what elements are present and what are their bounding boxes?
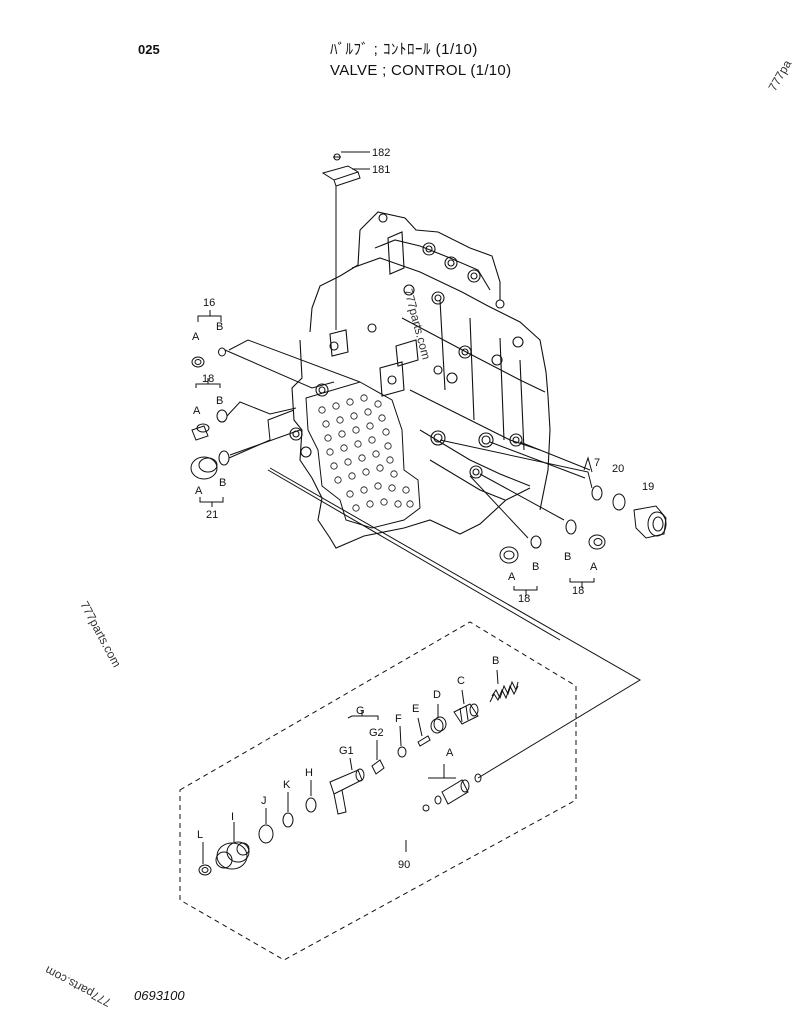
callout-18-left: 18 [202, 373, 214, 385]
plug-18a-mid [499, 546, 519, 564]
o-ring-7 [591, 485, 603, 501]
plug-18a-right [588, 534, 606, 550]
drawing-number: 0693100 [134, 988, 185, 1003]
callout-16: 16 [203, 297, 215, 309]
callout-18-right-b: B [564, 551, 571, 563]
plug-c [453, 703, 479, 725]
callout-20: 20 [612, 463, 624, 475]
callout-181: 181 [372, 164, 390, 176]
o-ring-f [397, 746, 407, 758]
spring-b [489, 680, 519, 703]
callout-l: L [197, 829, 203, 841]
callout-g1: G1 [339, 745, 354, 757]
callout-g2: G2 [369, 727, 384, 739]
cap-g2 [371, 759, 385, 775]
port-plate [305, 381, 421, 529]
plug-19 [633, 505, 667, 539]
watermark-center: 777parts.com [401, 287, 433, 361]
plug-l [198, 864, 212, 876]
callout-18-left-a: A [193, 405, 201, 417]
callout-k: K [283, 779, 291, 791]
o-ring-18b-left [216, 409, 228, 423]
plug-16a [191, 356, 205, 368]
plug-a [422, 773, 482, 812]
callout-h: H [305, 767, 313, 779]
o-ring-k [282, 812, 294, 828]
callout-g: G [356, 705, 365, 717]
callout-d: D [433, 689, 441, 701]
callout-j: J [261, 795, 267, 807]
control-valve-body [289, 211, 551, 549]
page-number: 025 [138, 42, 160, 57]
callout-21-b: B [219, 477, 226, 489]
collar-d [430, 716, 447, 734]
plug-18a-left [191, 423, 210, 441]
callout-e: E [412, 703, 419, 715]
callout-21: 21 [206, 509, 218, 521]
callout-i: I [231, 811, 234, 823]
spool-g1 [329, 768, 365, 815]
callout-a-plug: A [446, 747, 454, 759]
callout-18-right-a: A [590, 561, 598, 573]
pin-e [417, 735, 431, 747]
callout-7: 7 [594, 457, 600, 469]
callout-16-b: B [216, 321, 223, 333]
o-ring-18b-right [565, 519, 577, 535]
assembly-box-90 [179, 621, 577, 961]
callout-18-mid-a: A [508, 571, 516, 583]
callout-182: 182 [372, 147, 390, 159]
o-ring-20 [612, 493, 626, 511]
watermark-left: 777parts.com [77, 599, 123, 670]
callout-b-spring: B [492, 655, 499, 667]
watermark-top-right: 777pa [765, 57, 794, 93]
title-japanese: ﾊﾞﾙﾌﾞ ; ｺﾝﾄﾛｰﾙ (1/10) [330, 41, 478, 58]
callout-f: F [395, 713, 402, 725]
title-english: VALVE ; CONTROL (1/10) [330, 62, 512, 79]
callout-18-right: 18 [572, 585, 584, 597]
callout-18-mid: 18 [518, 593, 530, 605]
plug-21a [190, 456, 218, 480]
watermark-bottom: 777parts.com [43, 963, 114, 1009]
callout-16-a: A [192, 331, 200, 343]
o-ring-18b-mid [530, 535, 542, 549]
callout-90: 90 [398, 859, 410, 871]
o-ring-h [305, 797, 317, 813]
callout-19: 19 [642, 481, 654, 493]
o-ring-j [258, 824, 274, 844]
callout-c: C [457, 675, 465, 687]
bracket-181 [321, 165, 361, 187]
callout-18-mid-b: B [532, 561, 539, 573]
callout-18-left-b: B [216, 395, 223, 407]
callout-21-a: A [195, 485, 203, 497]
o-ring-21b [218, 450, 230, 466]
o-ring-16b [218, 347, 226, 357]
plug-i [215, 841, 250, 870]
screw-182 [333, 153, 341, 161]
